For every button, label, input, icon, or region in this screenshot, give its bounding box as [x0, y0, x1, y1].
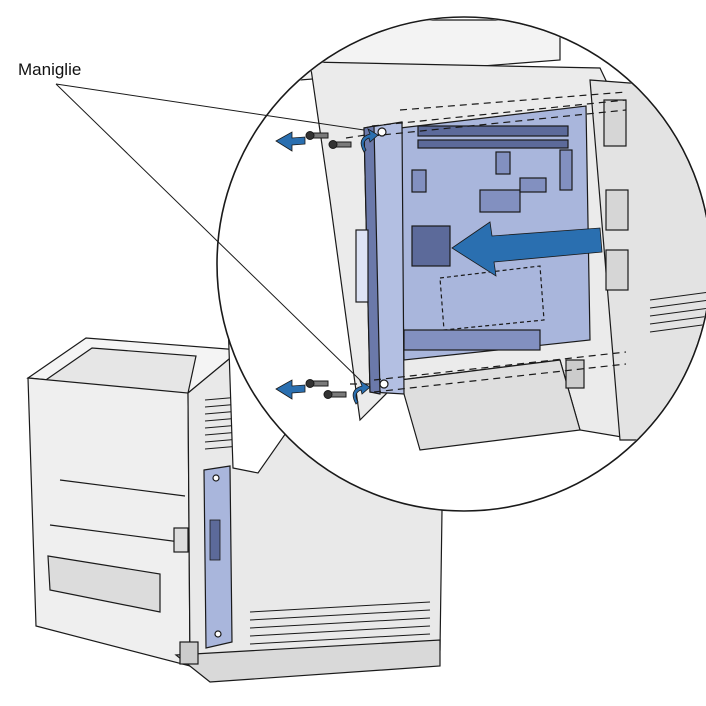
housing-power-socket — [565, 359, 585, 389]
arrow-left-large-icon — [451, 221, 603, 277]
magnified-view — [216, 16, 706, 512]
board-bracket-edge — [363, 125, 381, 395]
printer-left-face — [27, 377, 191, 667]
screw — [328, 140, 352, 149]
printer-screw-top — [212, 474, 220, 482]
bracket-connector — [355, 229, 369, 303]
chip — [479, 189, 521, 213]
printer-edge-line — [49, 524, 181, 543]
chip — [559, 149, 573, 191]
printer-screw-bottom — [214, 630, 222, 638]
screws — [305, 131, 352, 399]
option-area — [439, 265, 545, 331]
printer-edge-line — [59, 479, 186, 497]
memory-slot — [417, 139, 569, 149]
guide-lines — [345, 91, 627, 393]
screw — [323, 390, 347, 399]
bracket-screw-bottom — [379, 379, 389, 389]
callout-leaders — [55, 83, 365, 383]
printer-port — [173, 527, 189, 553]
chip — [519, 177, 547, 193]
printer-side-panel — [47, 555, 161, 613]
chip — [411, 169, 427, 193]
screw — [305, 131, 329, 140]
screw — [305, 379, 329, 388]
printer-power-socket — [179, 641, 199, 665]
chip — [495, 151, 511, 175]
printer-board-connector — [209, 519, 221, 561]
bottom-connector — [403, 329, 541, 351]
housing-base — [399, 359, 581, 451]
housing-vents — [649, 291, 706, 333]
callout-label-handles: Maniglie — [18, 60, 82, 79]
bracket-screw-top — [377, 127, 387, 137]
rotate-icon — [352, 128, 379, 405]
memory-slot — [417, 125, 569, 137]
housing-slots — [603, 99, 629, 291]
arrow-left-icon — [275, 131, 306, 400]
printer-base — [174, 639, 441, 683]
system-board — [355, 105, 591, 395]
processor-chip — [411, 225, 451, 267]
